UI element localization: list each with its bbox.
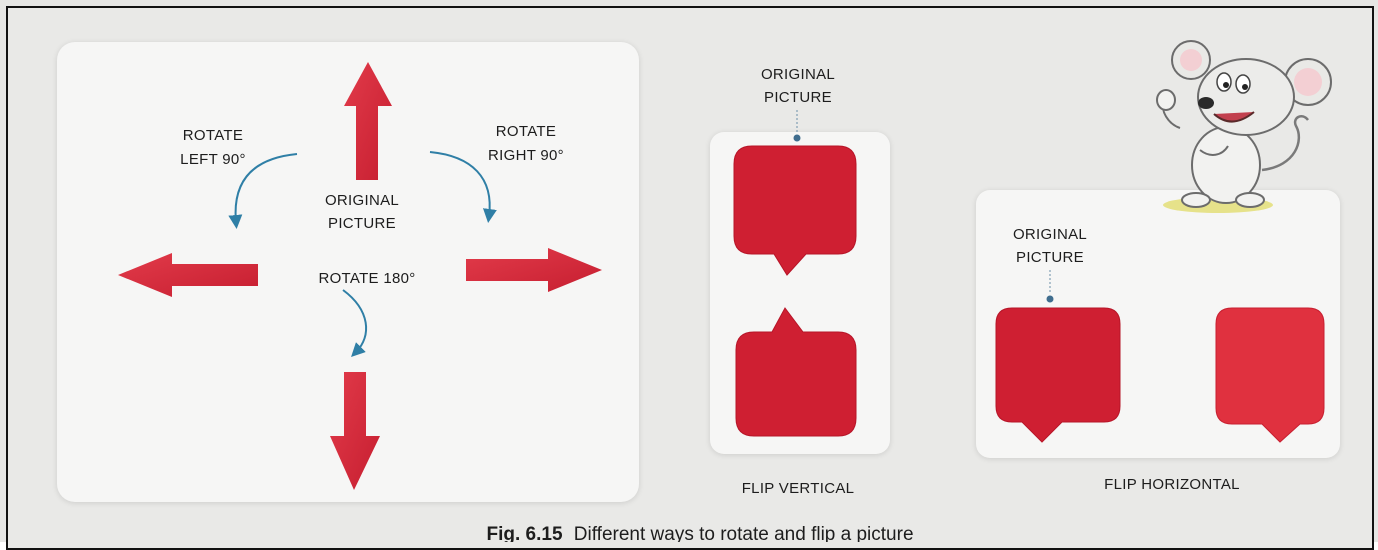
flip-horizontal-pointer-dot — [1046, 295, 1054, 303]
rotate-original-label-2: PICTURE — [328, 215, 396, 232]
figure-caption: Fig. 6.15 Different ways to rotate and f… — [486, 524, 913, 542]
flip-vertical-original-label-2: PICTURE — [764, 89, 832, 106]
rotate-180-label: ROTATE 180° — [318, 270, 415, 287]
arrow-up-icon — [344, 62, 392, 180]
flip-vertical-label: FLIP VERTICAL — [742, 480, 855, 497]
rotate-right-curve-icon — [429, 151, 497, 223]
flip-vertical-pointer-dot — [793, 134, 801, 142]
flip-horizontal-original-label-2: PICTURE — [1016, 249, 1084, 266]
flip-vertical-original-label-1: ORIGINAL — [761, 66, 835, 83]
speech-bubble-flipped-vertical-icon — [735, 307, 857, 437]
flip-horizontal-original-label-1: ORIGINAL — [1013, 226, 1087, 243]
rotate-left-curve-icon — [228, 153, 298, 229]
figure-caption-text: Different ways to rotate and flip a pict… — [574, 524, 914, 542]
arrow-left-icon — [118, 253, 258, 297]
speech-bubble-original-icon — [733, 145, 857, 276]
flip-horizontal-label: FLIP HORIZONTAL — [1104, 476, 1240, 493]
figure-number: Fig. 6.15 — [486, 524, 562, 542]
rotate-right-label-2: RIGHT 90° — [488, 147, 564, 164]
rotate-180-curve-icon — [342, 289, 368, 357]
speech-bubble-original-2-icon — [995, 307, 1121, 443]
rotate-original-label-1: ORIGINAL — [325, 192, 399, 209]
arrow-down-icon — [330, 372, 380, 490]
rotate-left-label-2: LEFT 90° — [180, 151, 246, 168]
arrow-right-icon — [466, 248, 602, 292]
rotate-left-label-1: ROTATE — [183, 127, 243, 144]
rotate-right-label-1: ROTATE — [496, 123, 556, 140]
speech-bubble-flipped-horizontal-icon — [1215, 307, 1325, 443]
mouse-cartoon — [1156, 40, 1332, 213]
